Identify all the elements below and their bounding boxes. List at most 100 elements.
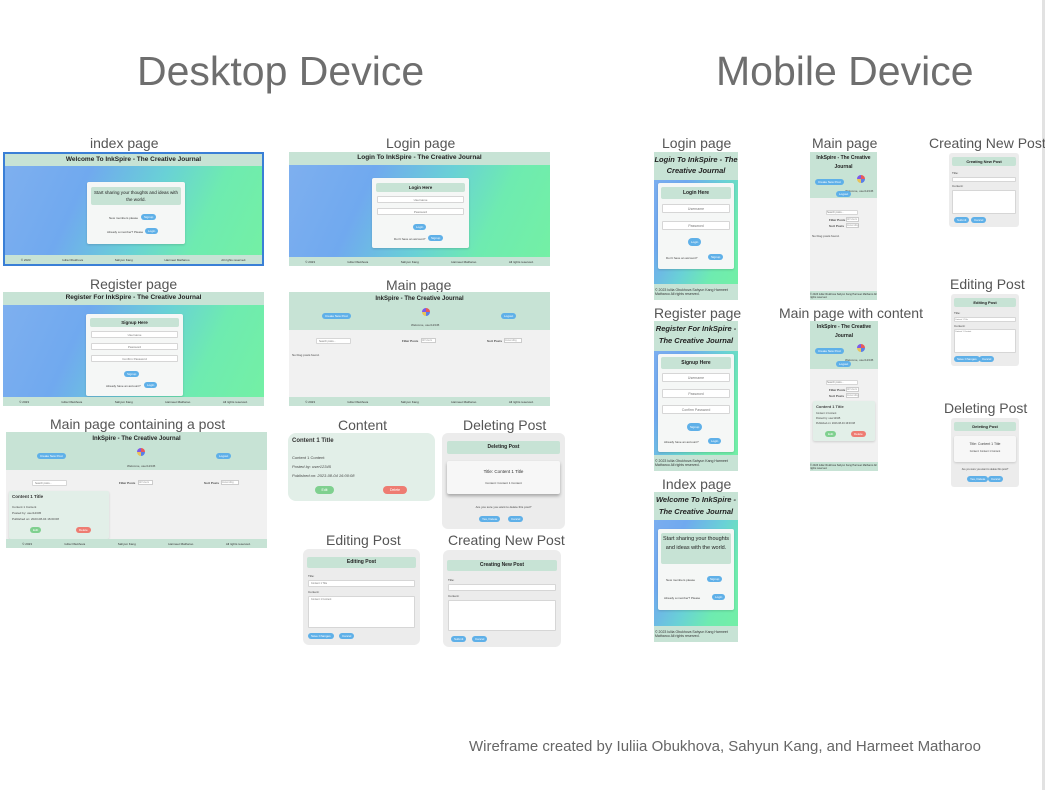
logout-button[interactable]: Logout [216, 453, 232, 459]
label-m-deleting-post: Deleting Post [944, 400, 1028, 416]
filter-select[interactable]: All Users [421, 338, 436, 343]
m-index-login[interactable]: Login [712, 594, 726, 600]
m-username-field[interactable]: Username [662, 373, 730, 382]
m-username-field[interactable]: Username [662, 204, 730, 213]
desktop-editing-post[interactable]: Editing Post Title: Content 1 Title Cont… [303, 549, 420, 645]
avatar [857, 175, 865, 183]
mobile-main-content[interactable]: InkSpire - The Creative Journal Create N… [810, 321, 878, 471]
delete-button[interactable]: Delete [76, 527, 91, 533]
cancel-button[interactable]: Cancel [472, 636, 488, 642]
avatar [857, 344, 865, 352]
desktop-content-card[interactable]: Content 1 Title Content 1 Content Posted… [288, 433, 435, 501]
m-signup-button[interactable]: Signup [708, 254, 724, 260]
login-card-title: Login Here [376, 183, 465, 192]
desktop-index-page[interactable]: Welcome To InkSpire - The Creative Journ… [3, 152, 264, 266]
submit-button[interactable]: Submit [451, 636, 467, 642]
m-sort-select[interactable]: Ascending [846, 223, 859, 228]
mobile-main-page[interactable]: InkSpire - The Creative Journal Create N… [810, 152, 877, 300]
content-label: Content: [448, 594, 460, 598]
m-logout-button[interactable]: Logout [836, 361, 852, 367]
footer-name: Harmeet Matharoo [451, 399, 477, 404]
content-textarea[interactable] [448, 600, 556, 631]
index-footer: © 2023 Iuliia Obukhova Sahyun Kang Harme… [5, 255, 262, 264]
m-yes-delete-button[interactable]: Yes, Delete [967, 476, 989, 482]
m-title-input[interactable] [952, 177, 1016, 182]
cancel-button[interactable]: Cancel [508, 516, 524, 522]
m-logout-button[interactable]: Logout [836, 191, 852, 197]
mobile-deleting-post[interactable]: Deleting Post Title: Content 1 Title Con… [951, 418, 1019, 487]
username-field[interactable]: Username [91, 331, 178, 338]
m-edit-button[interactable]: Edit [825, 431, 837, 437]
m-create-post-button[interactable]: Create New Post [815, 348, 844, 354]
m-signup-button[interactable]: Signup [687, 423, 703, 431]
m-search-input[interactable]: Search posts... [826, 380, 858, 385]
m-index-footer: © 2023 Iuliia Obukhova Sahyun Kang Harme… [654, 626, 738, 642]
index-login-button[interactable]: Login [145, 228, 159, 234]
search-input[interactable]: Search posts... [316, 338, 351, 344]
login-button[interactable]: Login [413, 224, 427, 230]
desktop-creating-post[interactable]: Creating New Post Title: Content: Submit… [443, 550, 561, 647]
password-field[interactable]: Password [91, 343, 178, 350]
sort-select[interactable]: Ascending [504, 338, 522, 343]
confirm-password-field[interactable]: Confirm Password [91, 355, 178, 362]
login-card: Login Here Username Password Login Don't… [372, 178, 469, 248]
filter-select[interactable]: All Users [138, 480, 153, 485]
desktop-main-page[interactable]: InkSpire - The Creative Journal Welcome,… [289, 292, 550, 406]
m-filter-select[interactable]: All Users [846, 217, 859, 222]
desktop-login-page[interactable]: Login To InkSpire - The Creative Journal… [289, 152, 550, 266]
m-cancel-button[interactable]: Cancel [971, 217, 987, 223]
create-post-button[interactable]: Create New Post [37, 453, 66, 459]
content-title: Content 1 Title [292, 438, 334, 444]
signup-button[interactable]: Signup [124, 371, 140, 377]
delete-button[interactable]: Delete [383, 486, 407, 494]
yes-delete-button[interactable]: Yes, Delete [479, 516, 501, 522]
cancel-button[interactable]: Cancel [339, 633, 355, 639]
edit-button[interactable]: Edit [315, 486, 334, 494]
title-input[interactable] [448, 584, 556, 591]
login-header: Login To InkSpire - The Creative Journal [289, 152, 550, 165]
m-content-textarea[interactable]: Content 1 Content [954, 329, 1016, 353]
m-delete-button[interactable]: Delete [851, 431, 866, 437]
signup-button[interactable]: Signup [428, 235, 444, 241]
logout-button[interactable]: Logout [501, 313, 517, 319]
mobile-register-page[interactable]: Register For InkSpire - The Creative Jou… [654, 321, 738, 471]
m-sort-select[interactable]: Ascending [846, 393, 859, 398]
m-password-field[interactable]: Password [662, 389, 730, 398]
m-filter-select[interactable]: All Users [846, 387, 859, 392]
save-changes-button[interactable]: Save Changes [308, 633, 334, 639]
login-button[interactable]: Login [144, 382, 158, 388]
mobile-creating-post[interactable]: Creating New Post Title: Content: Submit… [949, 153, 1019, 227]
m-search-input[interactable]: Search posts... [826, 210, 858, 215]
m-cancel-button[interactable]: Cancel [988, 476, 1004, 482]
m-password-field[interactable]: Password [662, 221, 730, 230]
content-textarea[interactable]: Content 1 Content [308, 596, 415, 628]
index-signup-button[interactable]: Signup [141, 214, 157, 220]
footer-name: Harmeet Matharoo [165, 399, 191, 404]
mobile-login-page[interactable]: Login To InkSpire - The Creative Journal… [654, 152, 738, 300]
create-post-button[interactable]: Create New Post [322, 313, 351, 319]
desktop-deleting-post[interactable]: Deleting Post Title: Content 1 Title Con… [442, 433, 565, 529]
password-field[interactable]: Password [377, 208, 464, 215]
search-input[interactable]: Search posts... [32, 480, 67, 486]
m-cancel-button[interactable]: Cancel [979, 356, 995, 362]
m-content-textarea[interactable] [952, 190, 1016, 214]
m-create-post-button[interactable]: Create New Post [815, 179, 844, 185]
label-m-register-page: Register page [654, 305, 742, 321]
title-input[interactable]: Content 1 Title [308, 580, 415, 587]
username-field[interactable]: Username [377, 196, 464, 203]
edit-button[interactable]: Edit [30, 527, 42, 533]
mobile-index-page[interactable]: Welcome To InkSpire - The Creative Journ… [654, 492, 738, 642]
m-login-button[interactable]: Login [688, 238, 702, 246]
m-title-input[interactable]: Content 1 Title [954, 317, 1016, 322]
m-login-button[interactable]: Login [708, 438, 722, 444]
m-post-card: Content 1 Title Content 1 Content Posted… [813, 401, 875, 441]
desktop-register-page[interactable]: Register For InkSpire - The Creative Jou… [3, 292, 264, 406]
m-submit-button[interactable]: Submit [954, 217, 970, 223]
sort-select[interactable]: Ascending [221, 480, 239, 485]
m-index-signup[interactable]: Signup [707, 576, 723, 582]
m-confirm-password-field[interactable]: Confirm Password [662, 405, 730, 414]
m-title-label: Title: [954, 311, 961, 315]
desktop-main-page-post[interactable]: InkSpire - The Creative Journal Welcome,… [6, 432, 267, 548]
mobile-editing-post[interactable]: Editing Post Title: Content 1 Title Cont… [951, 294, 1019, 366]
m-save-button[interactable]: Save Changes [954, 356, 980, 362]
